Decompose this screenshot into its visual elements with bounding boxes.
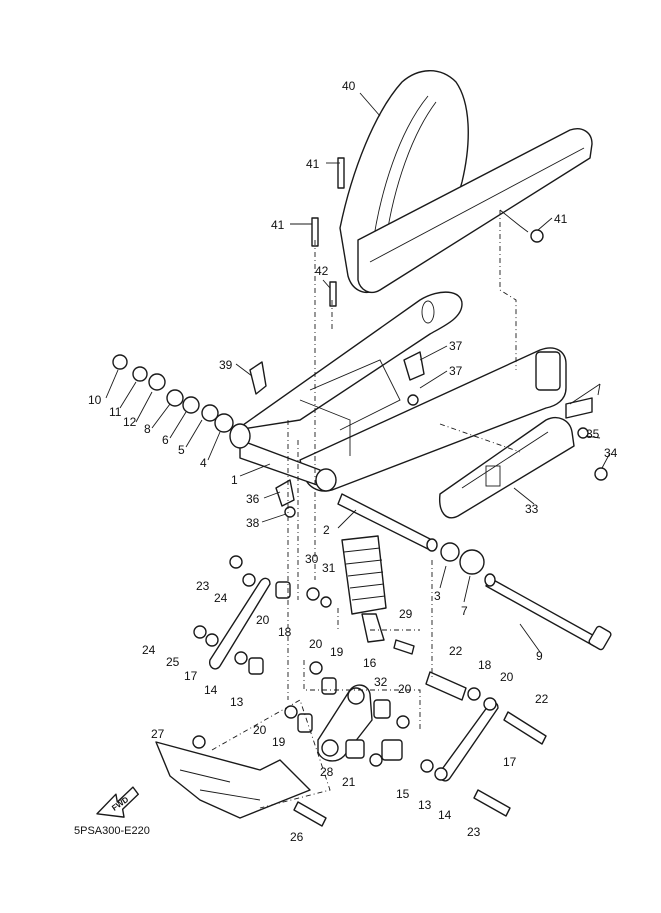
callout: 40: [342, 79, 356, 93]
swingarm-part: [229, 291, 567, 492]
callout: 36: [246, 492, 260, 506]
callout: 35: [586, 427, 600, 441]
callout: 9: [536, 649, 543, 663]
callout: 39: [219, 358, 233, 372]
callout: 11: [109, 405, 122, 419]
callout: 22: [449, 644, 463, 658]
chain-slider-part: [439, 416, 575, 519]
assembly-lines: [211, 210, 521, 809]
callout: 10: [88, 393, 102, 407]
callout: 29: [399, 607, 413, 621]
callout: 34: [604, 446, 618, 460]
callout: 23: [196, 579, 210, 593]
callout: 23: [467, 825, 481, 839]
callout: 20: [309, 637, 323, 651]
callout: 25: [166, 655, 180, 669]
forward-arrow-icon: FWD: [96, 786, 139, 818]
callout: 13: [230, 695, 244, 709]
callout: 37: [449, 339, 463, 353]
shock-absorber-part: [341, 535, 387, 643]
callout: 5: [178, 443, 185, 457]
callout: 19: [272, 735, 286, 749]
callout: 24: [142, 643, 156, 657]
diagram-code: 5PSA300-E220: [74, 825, 150, 837]
callout: 21: [342, 775, 356, 789]
leader-lines: [105, 92, 611, 653]
connecting-rod-left: [208, 577, 271, 670]
callout: 18: [278, 625, 292, 639]
chain-guard-part: [357, 128, 593, 294]
callout: 14: [204, 683, 218, 697]
hardware-parts: [112, 157, 608, 827]
callout: 27: [151, 727, 165, 741]
callout: 14: [438, 808, 452, 822]
callout: 4: [200, 456, 207, 470]
frame-bracket-part: [155, 741, 311, 819]
callout: 16: [363, 656, 377, 670]
relay-arm-part: [317, 684, 373, 762]
callout: 6: [162, 433, 169, 447]
callout: 24: [214, 591, 228, 605]
callout: 12: [123, 415, 137, 429]
callout: 33: [525, 502, 539, 516]
callout: 17: [184, 669, 198, 683]
callout: 13: [418, 798, 432, 812]
callout: 32: [374, 675, 388, 689]
callout: 7: [461, 604, 468, 618]
callout: 28: [320, 765, 334, 779]
callout: 37: [449, 364, 463, 378]
callout: 18: [478, 658, 492, 672]
callout: 2: [323, 523, 330, 537]
callout: 20: [398, 682, 412, 696]
callout: 15: [396, 787, 410, 801]
callout: 31: [322, 561, 336, 575]
pivot-shaft-part: [337, 493, 438, 552]
callout: 17: [503, 755, 517, 769]
connecting-rod-right: [438, 701, 499, 782]
callout: 20: [500, 670, 514, 684]
callout: 20: [253, 723, 267, 737]
callout: 26: [290, 830, 304, 844]
callout: 19: [330, 645, 344, 659]
callout: 38: [246, 516, 260, 530]
callout: 41: [271, 218, 285, 232]
callout: 20: [256, 613, 270, 627]
callout: 41: [554, 212, 568, 226]
callout: 1: [231, 473, 238, 487]
callout: 22: [535, 692, 549, 706]
callout: 41: [306, 157, 320, 171]
axle-bolt-part: [484, 573, 612, 651]
callout: 8: [144, 422, 151, 436]
callout-labels: 1 2 3 4 5 6 7 8 9 10 11 12 13 13 14 14 1…: [88, 79, 618, 844]
callout: 42: [315, 264, 329, 278]
callout: 3: [434, 589, 441, 603]
callout: 30: [305, 552, 319, 566]
